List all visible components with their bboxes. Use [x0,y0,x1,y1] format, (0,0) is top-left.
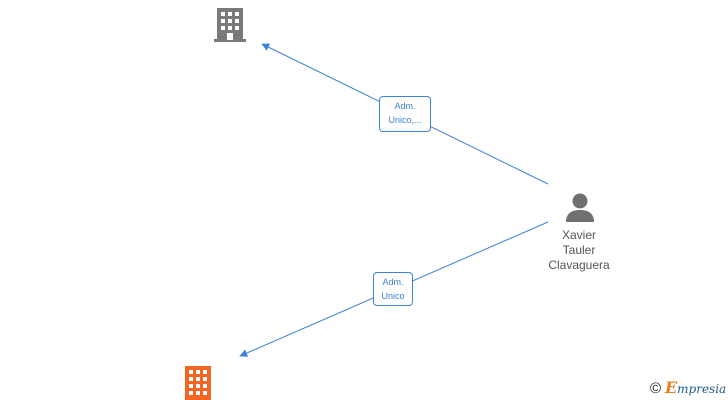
person-name-line: Clavaguera [548,258,610,272]
brand-footer[interactable]: © Empresia [650,378,726,399]
person-name[interactable]: Xavier Tauler Clavaguera [538,228,620,273]
building-icon[interactable] [214,8,246,42]
edge-label-line: Unico,... [388,115,422,125]
edge-label-line: Unico [381,291,405,301]
edge-label-bottom[interactable]: Adm. Unico [373,272,413,306]
person-name-line: Xavier [561,228,596,242]
edge-label-line: Adm. [382,277,404,287]
brand-logo-initial: E [664,378,678,397]
brand-logo-text: mpresia [677,382,727,396]
person-name-line: Tauler [562,243,596,257]
person-icon[interactable] [565,193,595,223]
building-icon[interactable] [182,366,214,400]
edge-label-line: Adm. [394,101,416,111]
copyright-symbol: © [650,380,662,397]
edge-label-top[interactable]: Adm. Unico,... [379,96,431,132]
